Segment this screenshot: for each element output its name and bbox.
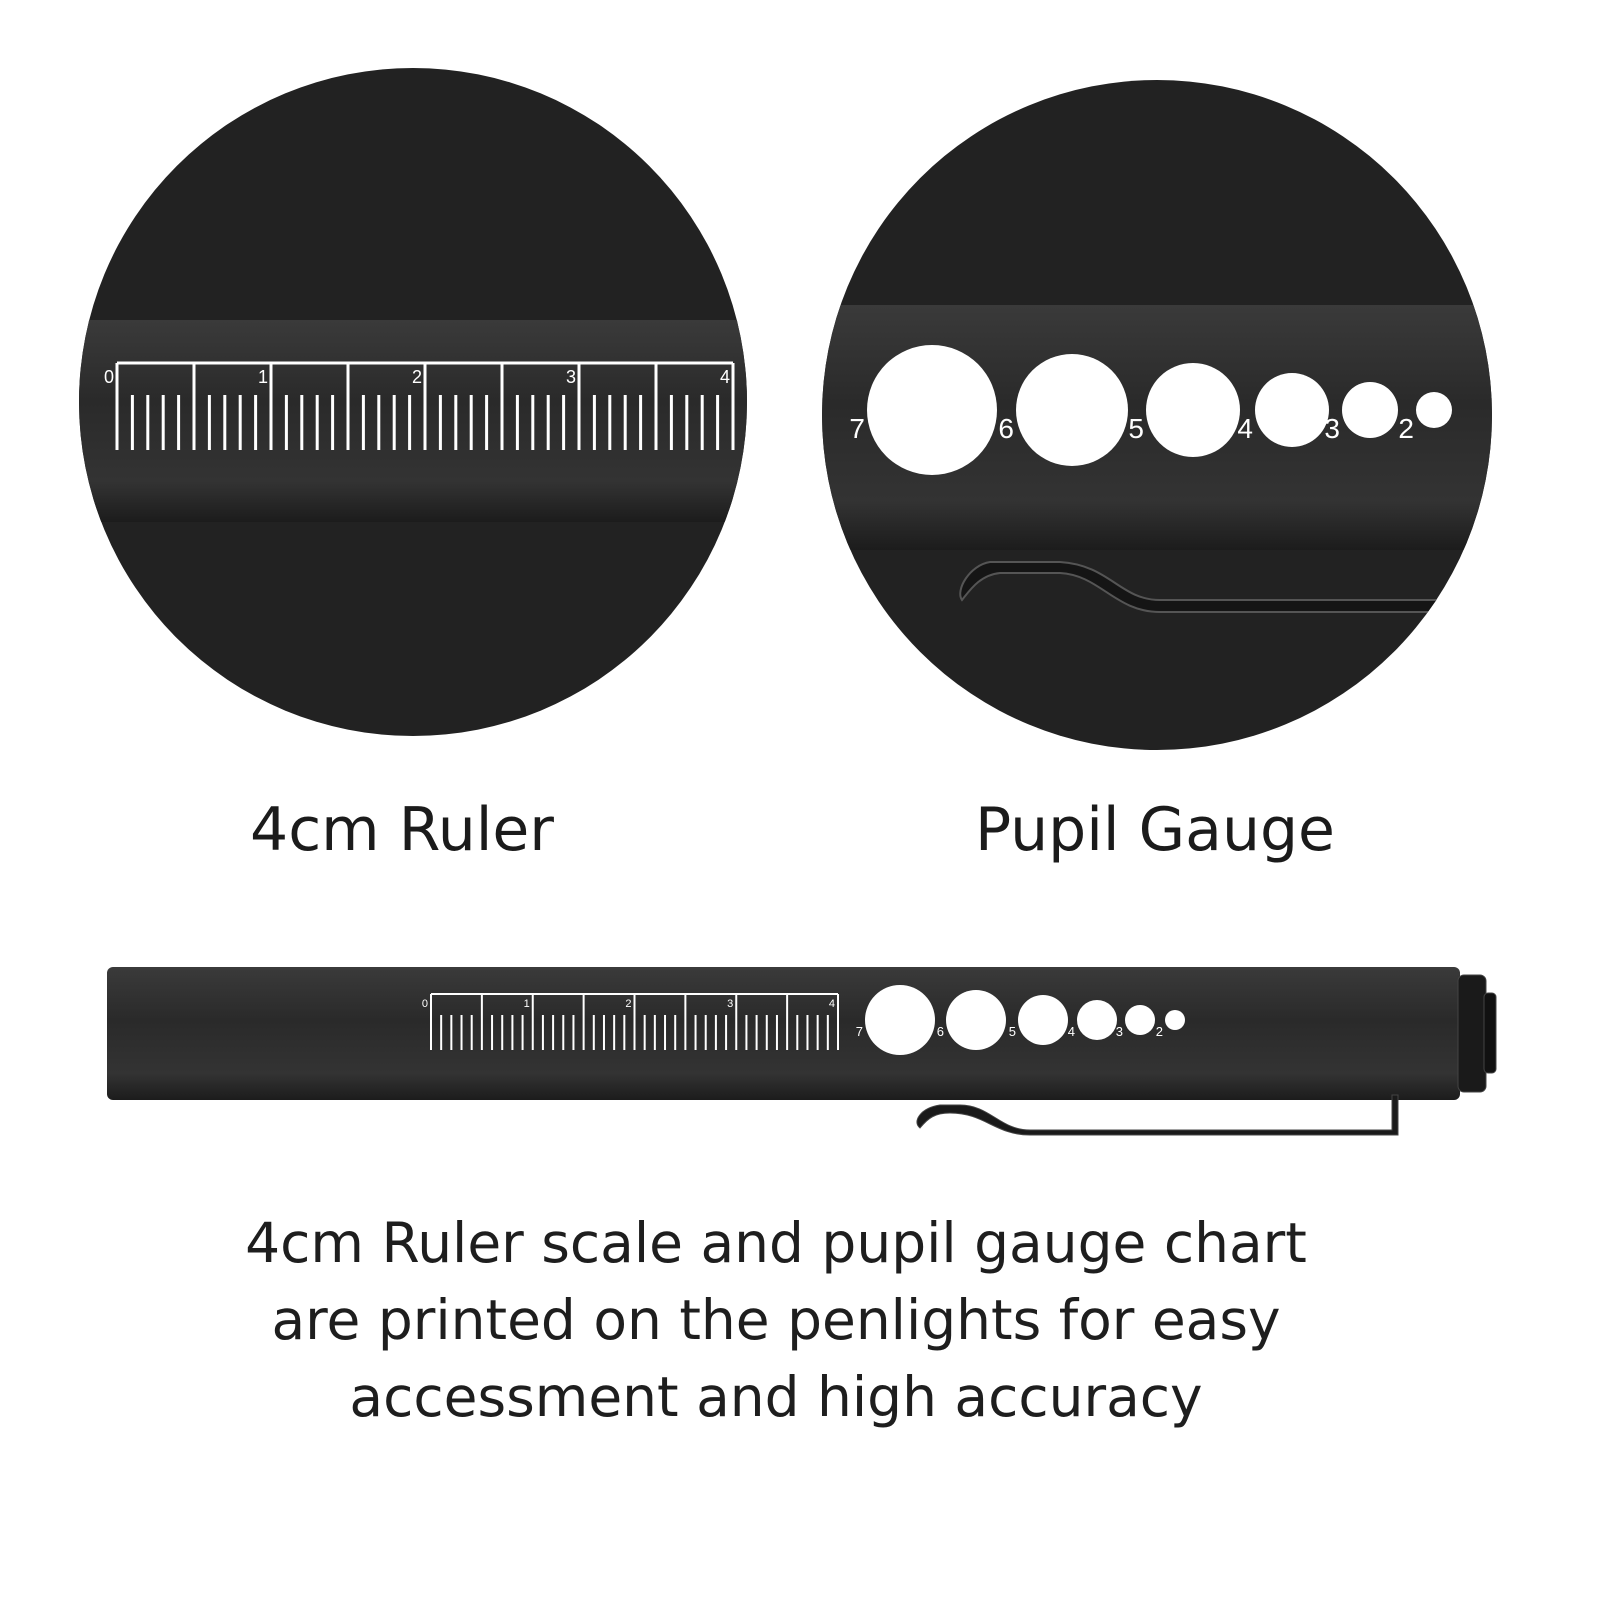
pen-clip — [916, 1094, 1399, 1136]
pupil-gauge-number: 2 — [1156, 1024, 1163, 1039]
caption: 4cm Ruler scale and pupil gauge chart ar… — [0, 1205, 1552, 1436]
ruler-number: 1 — [258, 367, 268, 387]
pupil-gauge-number: 4 — [1237, 413, 1253, 444]
pen-body-closeup — [79, 320, 747, 522]
pupil-gauge-circle — [865, 985, 935, 1055]
pen-clip — [959, 561, 1492, 613]
pupil-gauge-circle — [946, 990, 1006, 1050]
gauge-label: Pupil Gauge — [975, 795, 1335, 865]
pupil-gauge-number: 6 — [998, 413, 1014, 444]
pupil-gauge-number: 7 — [856, 1024, 863, 1039]
pupil-gauge-number: 2 — [1398, 413, 1414, 444]
penlight: 0 1 2 3 4 7 6 5 4 3 2 — [107, 967, 1497, 1136]
ruler-number: 3 — [727, 998, 733, 1010]
caption-line: are printed on the penlights for easy — [271, 1288, 1281, 1352]
pupil-gauge-number: 6 — [937, 1024, 944, 1039]
ruler-number: 2 — [412, 367, 422, 387]
pupil-gauge-circle — [1077, 1000, 1117, 1040]
pupil-gauge-number: 7 — [849, 413, 865, 444]
ruler-number: 0 — [104, 367, 114, 387]
pupil-gauge-circle — [1255, 373, 1329, 447]
ruler-number: 2 — [625, 998, 631, 1010]
pen-end-cap — [1457, 974, 1487, 1093]
pupil-gauge-number: 5 — [1128, 413, 1144, 444]
pupil-gauge-circle — [1146, 363, 1240, 457]
pupil-gauge-circle — [1165, 1010, 1185, 1030]
ruler-number: 4 — [720, 367, 730, 387]
ruler-zoom-circle: 0 1 2 3 4 — [79, 68, 747, 736]
pen-button — [1483, 992, 1497, 1074]
ruler-label: 4cm Ruler — [250, 795, 554, 865]
caption-line: accessment and high accuracy — [349, 1365, 1203, 1429]
caption-line: 4cm Ruler scale and pupil gauge chart — [245, 1211, 1307, 1275]
pupil-gauge-circle — [1016, 354, 1128, 466]
pupil-gauge-number: 4 — [1068, 1024, 1075, 1039]
pupil-gauge-number: 3 — [1116, 1024, 1123, 1039]
pupil-gauge-circle — [867, 345, 997, 475]
gauge-zoom-circle: 7 6 5 4 3 2 — [822, 80, 1492, 750]
pupil-gauge-circle — [1018, 995, 1068, 1045]
pupil-gauge-circle — [1416, 392, 1452, 428]
ruler-number: 0 — [422, 998, 428, 1010]
ruler-number: 3 — [566, 367, 576, 387]
pupil-gauge-circle — [1342, 382, 1398, 438]
pupil-gauge-number: 3 — [1324, 413, 1340, 444]
pupil-gauge-number: 5 — [1009, 1024, 1016, 1039]
pen-barrel — [107, 967, 1460, 1100]
ruler-number: 1 — [524, 998, 530, 1010]
pupil-gauge-circle — [1125, 1005, 1155, 1035]
ruler-number: 4 — [829, 998, 835, 1010]
